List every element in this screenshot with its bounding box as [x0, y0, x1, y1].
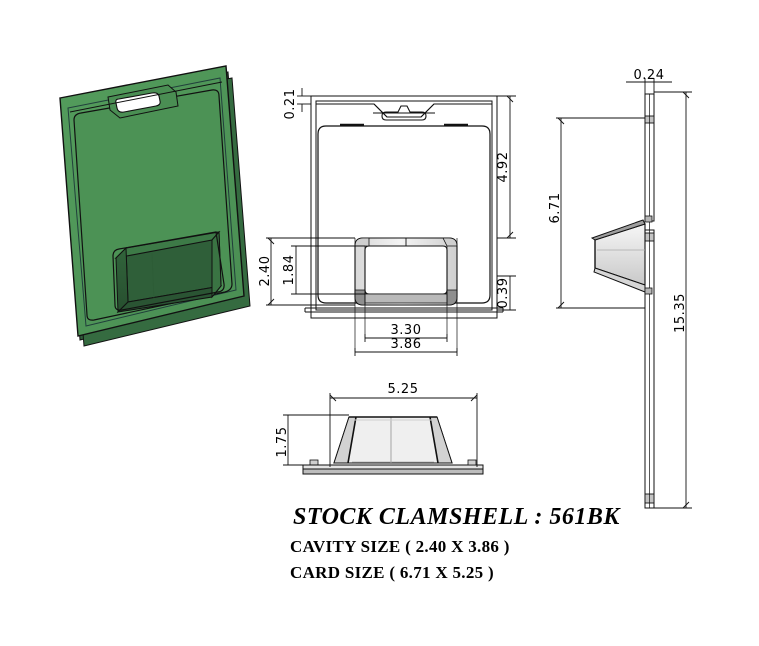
dim-cavity-depth: 1.75 — [275, 427, 290, 458]
section-view-dimensions — [283, 393, 478, 467]
dim-card-width: 5.25 — [388, 382, 419, 397]
side-view-dimensions — [556, 78, 692, 509]
dim-cavity-width: 3.86 — [391, 337, 422, 352]
front-view-geometry — [304, 95, 504, 352]
dim-thickness: 0.24 — [634, 68, 665, 83]
dim-card-height-side: 6.71 — [548, 193, 563, 224]
dim-overall-length: 15.35 — [673, 293, 688, 333]
dim-lip-top: 0.21 — [283, 89, 298, 120]
section-view-geometry — [302, 416, 484, 475]
dim-cavity-inner-width: 3.30 — [391, 323, 422, 338]
card-size-label: CARD SIZE ( 6.71 X 5.25 ) — [290, 563, 494, 582]
dim-cavity-height: 2.40 — [258, 256, 273, 287]
side-view-geometry — [590, 93, 655, 509]
cavity-size-label: CAVITY SIZE ( 2.40 X 3.86 ) — [290, 537, 510, 556]
dim-cavity-inner-height: 1.84 — [282, 255, 297, 286]
front-view-dimensions — [266, 88, 516, 356]
dim-bottom-lip: 0.39 — [496, 278, 511, 309]
isometric-model — [59, 65, 251, 347]
dim-card-height-front: 4.92 — [496, 152, 511, 183]
drawing-title: STOCK CLAMSHELL : 561BK — [293, 504, 621, 530]
